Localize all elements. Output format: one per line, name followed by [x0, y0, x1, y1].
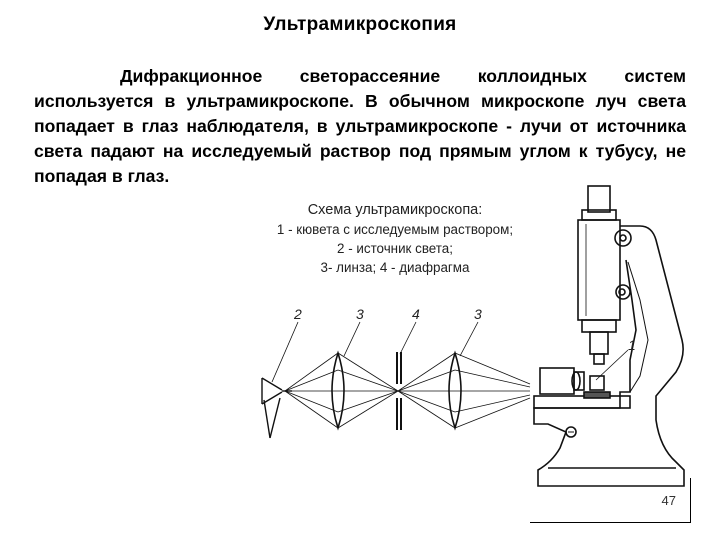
label-4: 4 — [412, 306, 420, 322]
diaphragm — [396, 352, 402, 430]
lens-right — [448, 350, 462, 431]
label-3-right: 3 — [474, 306, 482, 322]
intro-paragraph: Дифракционное светорассеяние коллоидных … — [34, 66, 686, 186]
slide-title: Ультрамикроскопия — [263, 14, 457, 35]
scheme-caption: Схема ультрамикроскопа: — [307, 202, 483, 218]
label-1: 1 — [628, 337, 636, 353]
lens-left — [331, 350, 345, 431]
page-number: 47 — [661, 493, 676, 508]
page-corner-frame — [530, 478, 691, 523]
scheme-legend-line-2: 2 - источник света; — [337, 241, 453, 256]
light-rays — [284, 352, 531, 429]
label-3-left: 3 — [356, 306, 364, 322]
light-source-lamp — [261, 377, 292, 439]
scheme-legend-line-3: 3- линза; 4 - диафрагма — [320, 260, 470, 275]
microscope — [533, 185, 685, 487]
label-2: 2 — [293, 306, 302, 322]
label-leaders — [271, 321, 629, 383]
scheme-legend-line-1: 1 - кювета с исследуемым раствором; — [276, 222, 514, 237]
scheme-legend: Схема ультрамикроскопа: 1 - кювета с исс… — [250, 201, 540, 277]
